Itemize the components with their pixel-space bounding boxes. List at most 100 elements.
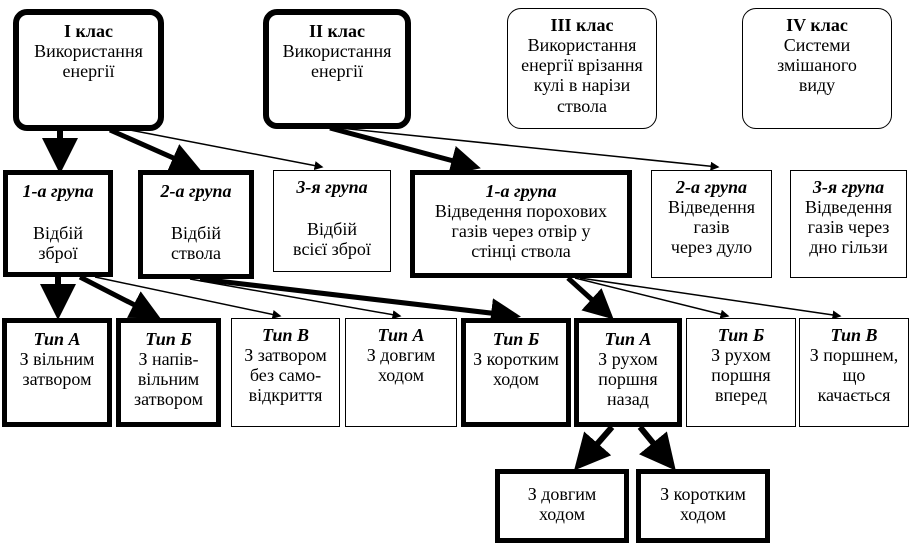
group-5-line: газів xyxy=(693,217,730,238)
group-6-line: Відведення xyxy=(804,197,892,218)
arrow-typeA-sub2 xyxy=(637,425,676,471)
class-4-line: Системи xyxy=(783,35,851,56)
group-1-line: зброї xyxy=(38,243,78,264)
group-2-title: 2-а група xyxy=(160,181,232,201)
type-4-title: Тип А xyxy=(377,325,425,345)
type-1-line: З вільним xyxy=(19,349,95,370)
type-3-box: Тип В З затвором без само- відкриття xyxy=(231,318,340,427)
group-1-line: Відбій xyxy=(33,223,83,244)
group-2-line: Відбій xyxy=(171,223,221,244)
subtype-2-line: З коротким xyxy=(660,484,746,504)
type-7-line: поршня xyxy=(711,365,771,386)
type-5-box: Тип Б З коротким ходом xyxy=(461,318,571,427)
class-1-line: енергії xyxy=(62,61,115,82)
class-2-title: II клас xyxy=(309,21,365,41)
type-8-line: качається xyxy=(817,385,891,406)
type-1-title: Тип А xyxy=(33,329,81,349)
type-4-line: З довгим xyxy=(366,345,436,366)
arrow-g1-typeB xyxy=(78,274,161,319)
class-2-line: енергії xyxy=(311,61,363,82)
group-2-box: 2-а група Відбій ствола xyxy=(138,170,254,279)
group-3-title: 3-я група xyxy=(296,177,368,197)
group-5-title: 2-а група xyxy=(676,177,747,197)
group-3-line: Відбій xyxy=(307,219,357,240)
type-5-line: З коротким xyxy=(473,349,559,370)
class-4-box: IV клас Системи змішаного виду xyxy=(742,8,892,129)
arrow-g4-typeA xyxy=(566,276,614,320)
type-5-line: ходом xyxy=(492,369,539,390)
type-1-box: Тип А З вільним затвором xyxy=(2,318,112,427)
type-2-box: Тип Б З напів- вільним затвором xyxy=(116,318,221,427)
subtype-2-line: ходом xyxy=(679,504,726,525)
type-8-title: Тип В xyxy=(830,325,878,345)
type-4-line: ходом xyxy=(377,365,424,386)
class-4-line: змішаного xyxy=(777,55,857,76)
type-6-line: З рухом xyxy=(598,349,658,370)
class-2-line: Використання xyxy=(282,41,392,62)
class-1-box: I клас Використання енергії xyxy=(13,9,164,131)
group-6-line: газів через xyxy=(807,217,890,238)
type-8-line: З поршнем, xyxy=(809,345,899,366)
class-2-box: II клас Використання енергії xyxy=(263,9,411,129)
group-4-line: газів через отвір у xyxy=(451,221,591,242)
arrow-class2-group2 xyxy=(339,127,720,171)
group-6-line: дно гільзи xyxy=(809,237,888,258)
group-4-line: стінці ствола xyxy=(471,241,571,262)
group-5-line: через дуло xyxy=(670,237,753,258)
type-8-line: що xyxy=(842,365,866,386)
group-3-line: всієї зброї xyxy=(293,239,371,260)
type-3-title: Тип В xyxy=(261,325,310,345)
class-3-line: енергії врізання xyxy=(521,55,643,76)
class-1-title: I клас xyxy=(64,21,113,41)
arrow-g2-typeB xyxy=(199,276,521,328)
subtype-1-line: З довгим xyxy=(527,484,597,504)
type-3-line: відкриття xyxy=(248,385,323,406)
arrow-g4-typeV xyxy=(579,277,842,320)
type-2-line: З напів- xyxy=(138,349,199,370)
group-4-box: 1-а група Відведення порохових газів чер… xyxy=(410,170,632,278)
type-6-line: поршня xyxy=(598,369,658,390)
group-6-title: 3-я група xyxy=(812,177,885,197)
type-2-line: вільним xyxy=(137,369,200,390)
subtype-2-box: З коротким ходом xyxy=(636,469,770,543)
type-7-line: вперед xyxy=(714,385,768,406)
subtype-1-line: ходом xyxy=(538,504,585,525)
group-6-box: 3-я група Відведення газів через дно гіл… xyxy=(790,170,907,278)
class-3-box: III клас Використання енергії врізання к… xyxy=(507,8,657,129)
type-5-title: Тип Б xyxy=(492,329,540,349)
class-4-line: виду xyxy=(798,75,836,96)
group-4-title: 1-а група xyxy=(485,181,557,201)
type-3-line: без само- xyxy=(249,365,322,386)
subtype-1-box: З довгим ходом xyxy=(495,469,629,543)
type-4-box: Тип А З довгим ходом xyxy=(345,318,457,427)
class-4-title: IV клас xyxy=(786,15,848,35)
arrow-typeA-sub1 xyxy=(574,425,615,471)
arrow-class1-group3 xyxy=(129,129,324,170)
arrow-class2-group1 xyxy=(329,125,481,176)
type-6-line: назад xyxy=(607,389,649,410)
group-4-line: Відведення порохових xyxy=(434,201,608,222)
group-3-box: 3-я група Відбій всієї зброї xyxy=(273,170,391,272)
group-1-title: 1-а група xyxy=(22,181,94,201)
type-2-title: Тип Б xyxy=(145,329,192,349)
group-5-box: 2-а група Відведення газів через дуло xyxy=(651,170,772,278)
arrow-g2-typeA xyxy=(189,278,402,320)
group-2-line: ствола xyxy=(171,243,221,264)
class-3-line: ствола xyxy=(557,95,607,116)
type-2-line: затвором xyxy=(134,389,203,410)
type-8-box: Тип В З поршнем, що качається xyxy=(799,318,909,427)
class-3-title: III клас xyxy=(550,15,614,35)
arrow-g1-typeV xyxy=(94,276,282,319)
type-7-line: З рухом xyxy=(711,345,771,366)
type-1-line: затвором xyxy=(22,369,92,390)
group-5-line: Відведення xyxy=(667,197,755,218)
type-7-box: Тип Б З рухом поршня вперед xyxy=(686,318,796,427)
type-7-title: Тип Б xyxy=(717,325,765,345)
arrow-class1-group2 xyxy=(108,127,201,172)
class-3-line: кулі в нарізи xyxy=(533,75,631,96)
type-3-line: З затвором xyxy=(244,345,327,366)
class-3-line: Використання xyxy=(527,35,637,56)
type-6-box: Тип А З рухом поршня назад xyxy=(574,318,682,427)
arrow-g4-typeB xyxy=(574,277,730,319)
